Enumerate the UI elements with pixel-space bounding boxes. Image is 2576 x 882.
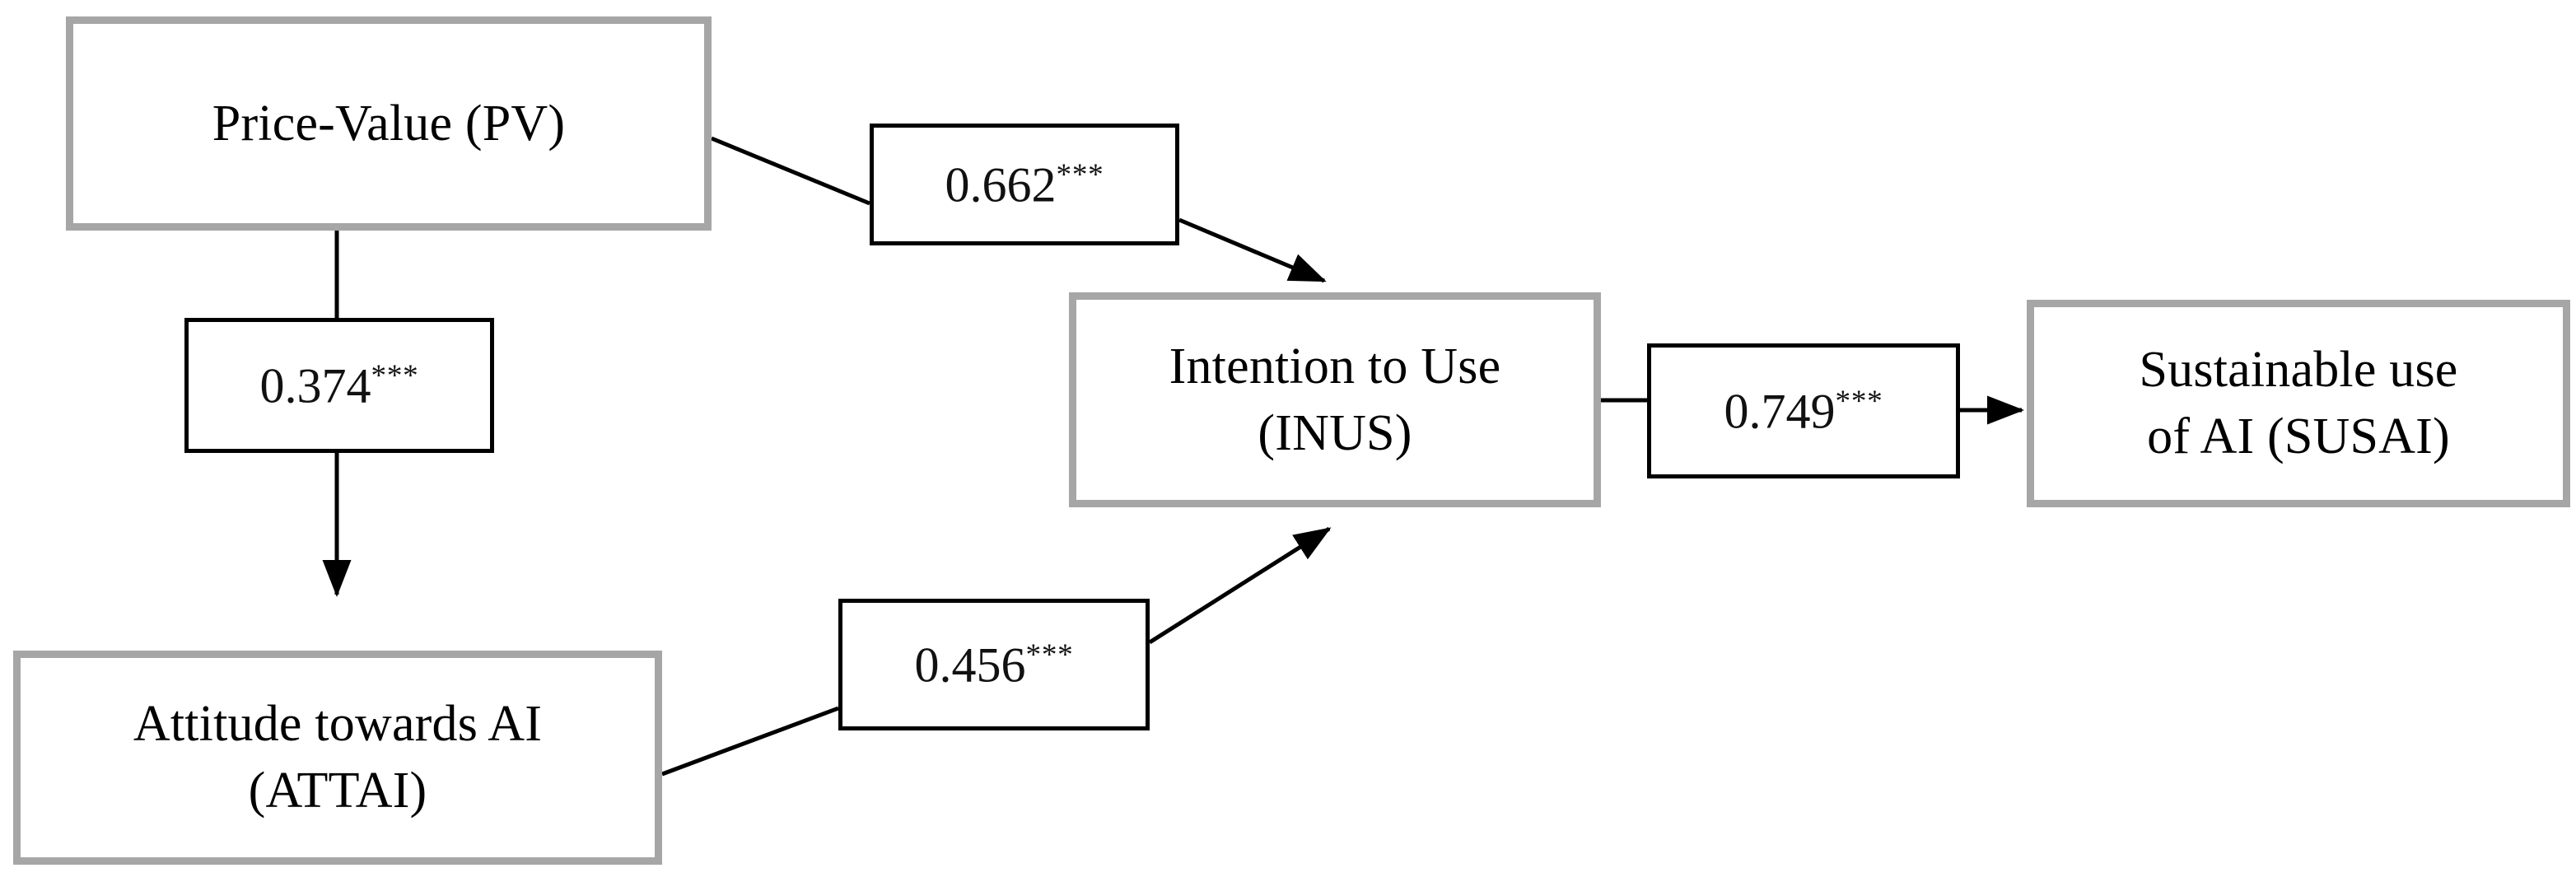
coefficient-value-attai-to-inus: 0.456 xyxy=(914,637,1026,693)
coefficient-box-inus-to-susai[interactable]: 0.749*** xyxy=(1647,343,1960,478)
coefficient-value-pv-to-inus: 0.662 xyxy=(945,157,1057,212)
coefficient-box-attai-to-inus[interactable]: 0.456*** xyxy=(838,599,1150,730)
edge-attai-to-coefficient-456 xyxy=(661,706,839,777)
edge-pv-to-coefficient-662 xyxy=(711,136,870,206)
significance-stars-inus-to-susai: *** xyxy=(1835,384,1883,418)
construct-box-attitude-towards-ai[interactable]: Attitude towards AI (ATTAI) xyxy=(13,651,662,865)
significance-stars-pv-to-attai: *** xyxy=(371,358,419,393)
construct-label-attitude-towards-ai: Attitude towards AI (ATTAI) xyxy=(133,696,543,819)
construct-box-sustainable-use-of-ai[interactable]: Sustainable use of AI (SUSAI) xyxy=(2027,300,2570,507)
coefficient-text-pv-to-inus: 0.662*** xyxy=(945,157,1104,212)
coefficient-box-pv-to-inus[interactable]: 0.662*** xyxy=(870,124,1179,245)
coefficient-text-pv-to-attai: 0.374*** xyxy=(259,358,419,413)
coefficient-text-attai-to-inus: 0.456*** xyxy=(914,637,1074,693)
construct-box-price-value[interactable]: Price-Value (PV) xyxy=(66,16,712,231)
construct-label-price-value: Price-Value (PV) xyxy=(212,95,566,152)
edge-coefficient-662-to-inus xyxy=(1178,217,1327,283)
coefficient-text-inus-to-susai: 0.749*** xyxy=(1724,386,1883,436)
coefficient-value-inus-to-susai: 0.749 xyxy=(1724,384,1836,439)
coefficient-box-pv-to-attai[interactable]: 0.374*** xyxy=(184,318,494,453)
construct-label-intention-to-use: Intention to Use (INUS) xyxy=(1169,338,1501,461)
coefficient-value-pv-to-attai: 0.374 xyxy=(259,358,371,413)
significance-stars-pv-to-inus: *** xyxy=(1056,157,1104,192)
construct-box-intention-to-use[interactable]: Intention to Use (INUS) xyxy=(1069,292,1601,507)
significance-stars-attai-to-inus: *** xyxy=(1025,637,1074,672)
construct-label-sustainable-use-of-ai: Sustainable use of AI (SUSAI) xyxy=(2139,342,2458,464)
edge-coefficient-456-to-inus xyxy=(1148,526,1332,645)
